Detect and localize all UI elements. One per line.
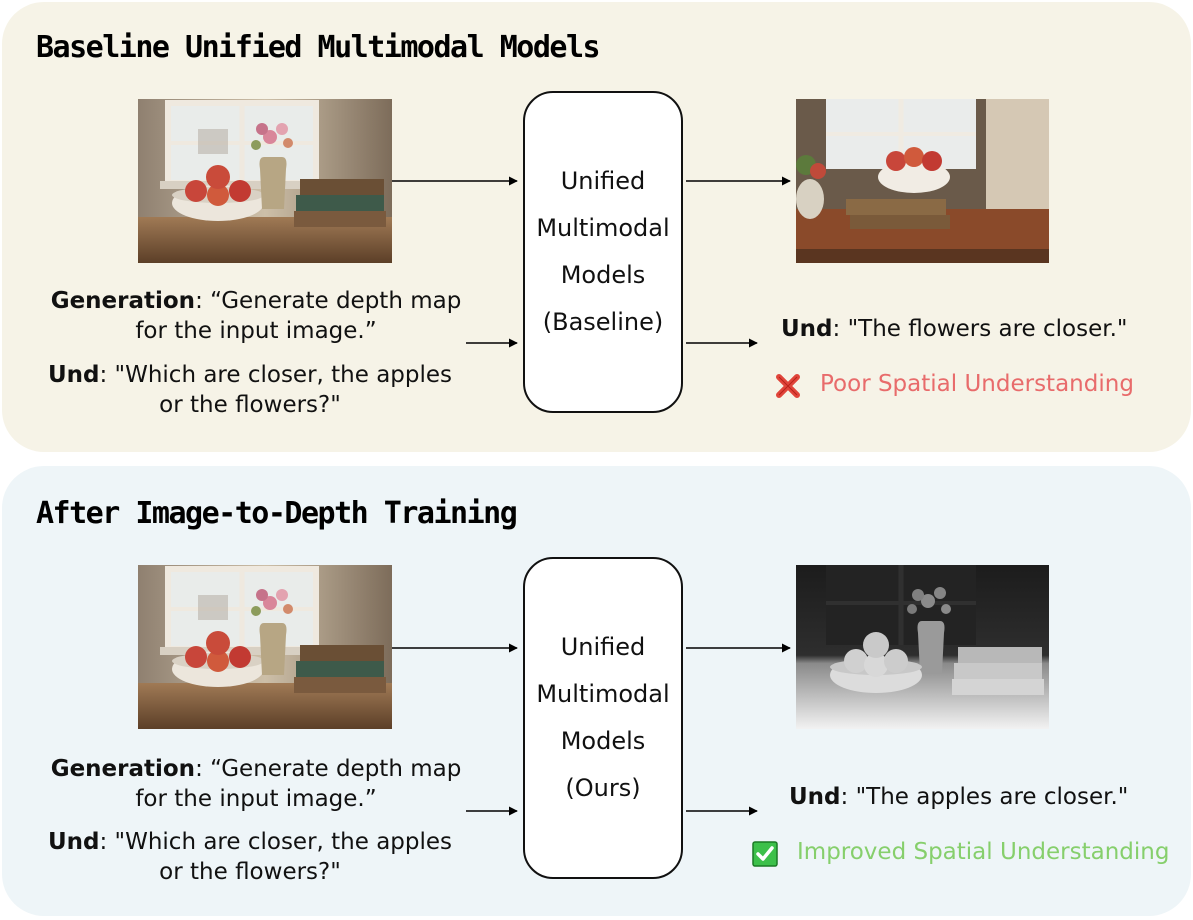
answer-text: : "The flowers are closer." (832, 316, 1128, 342)
answer-text: : "The apples are closer." (840, 784, 1129, 810)
baseline-model-box: Unified Multimodal Models (Baseline) (523, 91, 683, 413)
generation-label: Generation (50, 756, 196, 782)
cross-mark-icon (776, 374, 800, 398)
generation-prompt-ours: Generation: “Generate depth map for the … (36, 754, 476, 814)
generation-text-line1: : “Generate depth map (195, 288, 462, 314)
und-text-line1: : "Which are closer, the apples (99, 829, 453, 855)
und-text-line2: or the flowers?" (159, 859, 341, 885)
und-text-line2: or the flowers?" (159, 392, 341, 418)
und-label: Und (47, 362, 100, 388)
generation-label: Generation (50, 288, 196, 314)
verdict-ours: Improved Spatial Understanding (797, 839, 1170, 865)
answer-label: Und (781, 316, 833, 342)
model-line-1: Unified (560, 167, 646, 195)
input-image-baseline (138, 99, 392, 263)
und-prompt-baseline: Und: "Which are closer, the apples or th… (30, 360, 470, 420)
und-text-line1: : "Which are closer, the apples (99, 362, 453, 388)
answer-baseline: Und: "The flowers are closer." (781, 316, 1128, 342)
input-image-ours (138, 565, 392, 729)
model-line-4: (Ours) (565, 774, 641, 802)
generation-text-line1: : “Generate depth map (195, 756, 462, 782)
output-image-baseline (796, 99, 1049, 263)
verdict-baseline: Poor Spatial Understanding (820, 371, 1134, 397)
model-line-3: Models (560, 261, 646, 289)
generation-prompt-baseline: Generation: “Generate depth map for the … (36, 286, 476, 346)
answer-ours: Und: "The apples are closer." (789, 784, 1128, 810)
model-line-1: Unified (560, 633, 646, 661)
depth-map-output (796, 565, 1049, 729)
check-mark-icon (752, 841, 778, 867)
generation-text-line2: for the input image.” (135, 786, 377, 812)
baseline-panel-title: Baseline Unified Multimodal Models (36, 30, 601, 65)
model-line-2: Multimodal (536, 680, 670, 708)
model-line-2: Multimodal (536, 214, 670, 242)
model-line-4: (Baseline) (542, 308, 664, 336)
ours-model-box: Unified Multimodal Models (Ours) (523, 557, 683, 879)
model-line-3: Models (560, 727, 646, 755)
answer-label: Und (789, 784, 841, 810)
generation-text-line2: for the input image.” (135, 318, 377, 344)
und-prompt-ours: Und: "Which are closer, the apples or th… (30, 827, 470, 887)
und-label: Und (47, 829, 100, 855)
ours-panel-title: After Image-to-Depth Training (36, 496, 518, 531)
